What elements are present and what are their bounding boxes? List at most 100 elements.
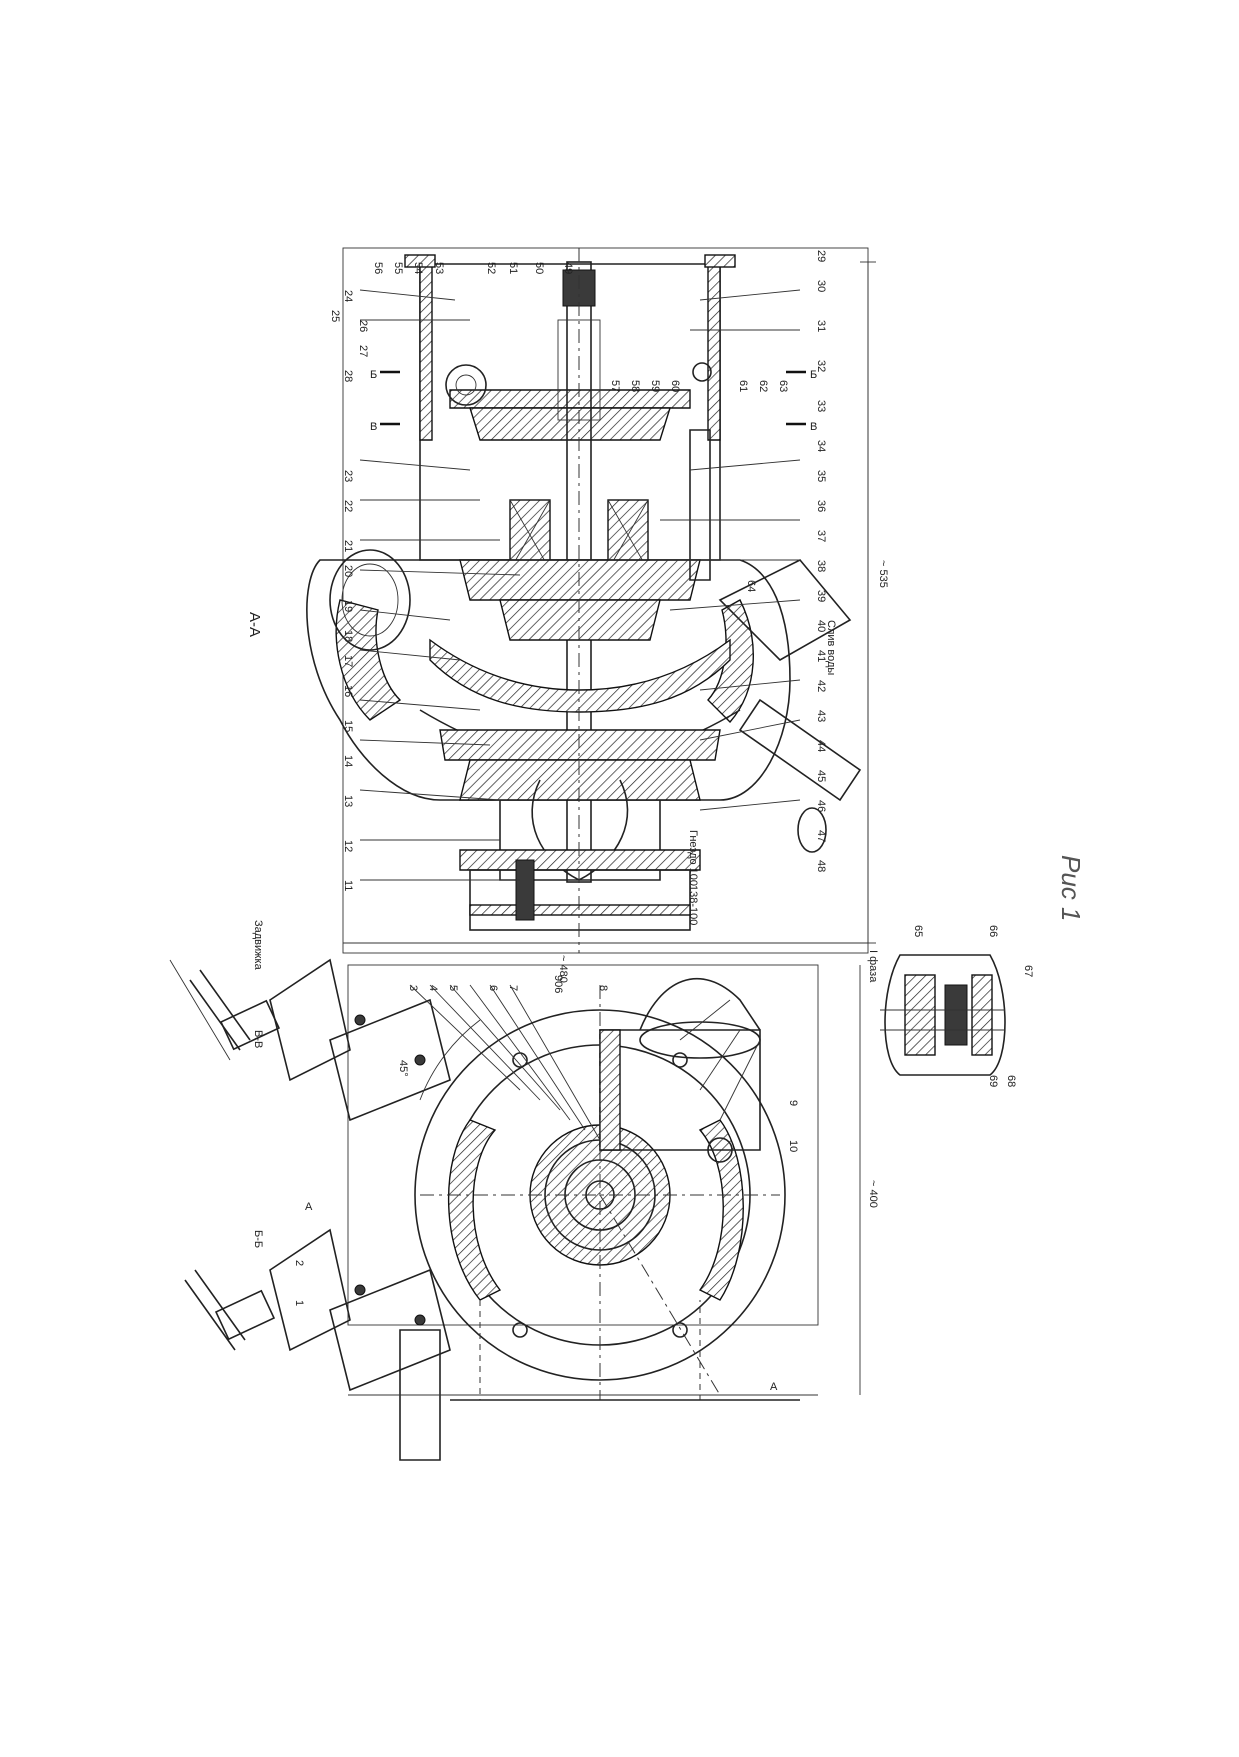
part-label: 59 [649, 380, 661, 392]
part-label: 27 [357, 345, 369, 357]
dimension-height: ~ 480 [557, 955, 569, 983]
valve-upper [169, 958, 451, 1122]
part-label: 58 [629, 380, 641, 392]
dimension-height: 906 [552, 975, 564, 993]
part-label: 57 [609, 380, 621, 392]
part-label: 24 [342, 290, 354, 302]
part-label: 32 [815, 360, 827, 372]
dimension-angle: 45° [397, 1060, 409, 1077]
part-label: 48 [815, 860, 827, 872]
part-label: 67 [1022, 965, 1034, 977]
part-label: 26 [357, 320, 369, 332]
dimension-detail: I фаза [867, 950, 879, 983]
annotation-size: 138-100 [687, 885, 699, 925]
section-mark: A [305, 1201, 313, 1213]
annotation-socket: Гнездо 100 [687, 830, 699, 886]
annotation-section-bb: Б-Б [252, 1230, 264, 1248]
section-part-labels: 24 25 26 27 28 23 22 21 20 19 18 17 16 1… [329, 250, 827, 891]
outlet-pipe-section [329, 549, 411, 651]
gauge-circle [445, 364, 487, 406]
part-label: 9 [787, 1100, 799, 1106]
volute-casing [306, 559, 791, 801]
annotation-drain: Слив воды [825, 620, 837, 675]
part-label: 4 [427, 985, 439, 991]
part-label: 36 [815, 500, 827, 512]
part-label: 14 [342, 755, 354, 767]
section-title: A-A [246, 612, 263, 637]
part-label: 64 [745, 580, 757, 592]
part-label: 16 [342, 685, 354, 697]
part-label: 63 [777, 380, 789, 392]
cut-mark: В [810, 421, 817, 433]
part-label: 15 [342, 720, 354, 732]
part-label: 45 [815, 770, 827, 782]
part-label: 18 [342, 630, 354, 642]
part-label: 61 [737, 380, 749, 392]
part-label: 8 [597, 985, 609, 991]
front-view: 1 2 3 4 5 6 7 8 9 10 A A ~ 400 906 45° I… [169, 920, 879, 1461]
part-label: 11 [342, 880, 354, 891]
part-label: 21 [342, 540, 354, 552]
front-part-labels: 1 2 3 4 5 6 7 8 9 10 [293, 985, 799, 1306]
annotation-valve: Задвижка [252, 920, 264, 971]
part-label: 34 [815, 440, 827, 452]
part-label: 66 [987, 925, 999, 937]
part-label: 56 [372, 262, 384, 274]
part-label: 40 [815, 620, 827, 632]
part-label: 33 [815, 400, 827, 412]
impeller [429, 638, 731, 713]
part-label: 46 [815, 800, 827, 812]
part-label: 44 [815, 740, 827, 752]
section-leaders-right [650, 289, 801, 811]
part-label: 42 [815, 680, 827, 692]
dimension-overall-length: ~ 535 [877, 560, 889, 588]
front-leaders [409, 984, 761, 1141]
base-foot [399, 1329, 441, 1461]
part-label: 7 [507, 985, 519, 991]
part-label: 3 [407, 985, 419, 991]
part-label: 31 [815, 320, 827, 332]
part-label: 10 [787, 1140, 799, 1152]
section-leaders-left [359, 289, 521, 881]
part-label: 43 [815, 710, 827, 722]
part-label: 13 [342, 795, 354, 807]
part-label: 6 [487, 985, 499, 991]
part-label: 54 [412, 262, 424, 274]
part-label: 51 [507, 262, 519, 274]
part-label: 62 [757, 380, 769, 392]
part-label: 30 [815, 280, 827, 292]
part-label: 1 [293, 1300, 305, 1306]
part-label: 12 [342, 840, 354, 852]
part-label: 39 [815, 590, 827, 602]
part-label: 29 [815, 250, 827, 262]
part-label: 41 [815, 650, 827, 662]
part-label: 23 [342, 470, 354, 482]
detail-part-labels: 65 66 67 68 69 [912, 925, 1034, 1087]
part-label: 20 [342, 565, 354, 577]
part-label: 52 [485, 262, 497, 274]
cut-mark: Б [810, 369, 817, 381]
part-label: 22 [342, 500, 354, 512]
part-label: 68 [1005, 1075, 1017, 1087]
part-label: 17 [342, 655, 354, 667]
annotation-section-vv: В-В [252, 1030, 264, 1048]
detail-outline [884, 954, 1006, 1076]
front-frame [347, 964, 819, 1326]
part-label: 37 [815, 530, 827, 542]
part-label: 55 [392, 262, 404, 274]
part-label: 25 [329, 310, 341, 322]
casing-outer [414, 1009, 786, 1381]
cut-mark: Б [370, 369, 377, 381]
dimension-width: ~ 400 [867, 1180, 879, 1208]
part-label: 53 [433, 262, 445, 274]
bottom-cover [469, 869, 691, 931]
part-label: 49 [562, 262, 574, 274]
part-label: 47 [815, 830, 827, 842]
section-view-a-a: A-A 24 25 26 27 28 23 22 21 20 19 18 17 … [246, 247, 889, 983]
part-label: 50 [533, 262, 545, 274]
part-label: 28 [342, 370, 354, 382]
drain-pipe [738, 698, 862, 802]
part-label: 60 [669, 380, 681, 392]
